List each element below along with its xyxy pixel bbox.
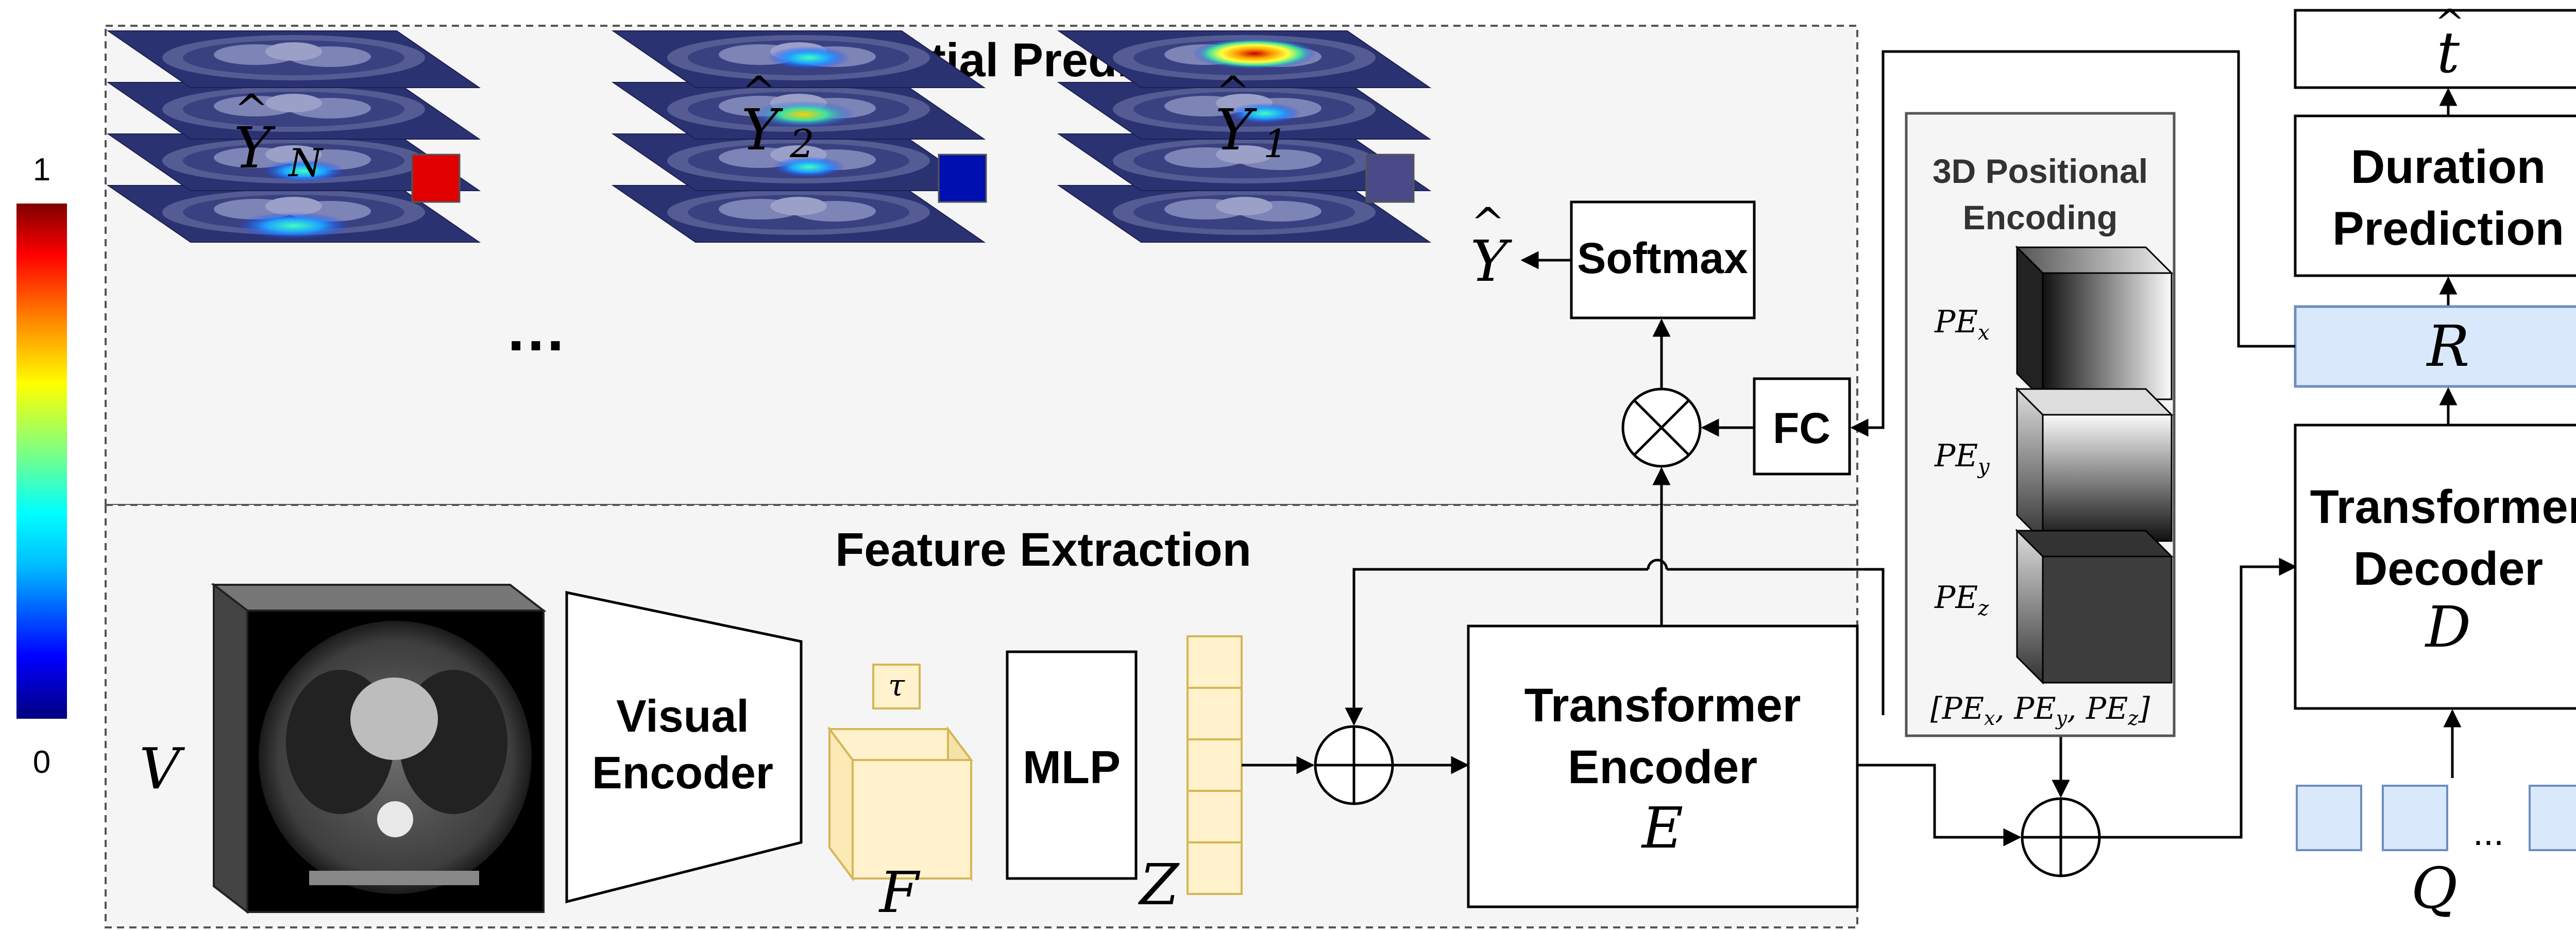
tau-label: τ <box>888 668 905 703</box>
colorbar: 1 0 <box>16 152 67 780</box>
stack-label-2: Y ^ 2 <box>741 67 815 166</box>
mlp-box <box>1006 650 1138 880</box>
encoder-symbol-e: E <box>1641 795 1683 861</box>
svg-text:^: ^ <box>1215 67 1250 115</box>
ct-volume <box>211 582 547 915</box>
stacks-ellipsis: … <box>505 295 567 364</box>
transformer-encoder-line1: Transformer <box>1524 679 1801 732</box>
feature-label-f: F <box>878 859 921 925</box>
mlp-label: MLP <box>1023 742 1121 793</box>
fc-box <box>1753 377 1851 476</box>
t-hat-box <box>2294 9 2576 89</box>
svg-text:^: ^ <box>741 67 776 115</box>
y-hat-output: Y ^ <box>1470 199 1513 294</box>
fc-label: FC <box>1773 404 1831 452</box>
stack-color-1 <box>1365 154 1415 203</box>
t-hat-label: t ^ <box>2435 2 2465 86</box>
svg-text:Y: Y <box>1470 228 1513 294</box>
token-column-z <box>1187 635 1243 895</box>
query-tokens <box>2296 785 2576 851</box>
slice-stack-1 <box>1058 30 1430 243</box>
transformer-decoder-box <box>2294 424 2576 710</box>
svg-text:Y: Y <box>741 97 784 163</box>
pe-y-label: PEy <box>1934 438 1990 479</box>
positional-title-line2: Encoding <box>1963 198 2118 236</box>
colorbar-gradient <box>16 204 67 719</box>
pe-z-label: PEz <box>1934 580 1989 620</box>
svg-text:1: 1 <box>1263 121 1288 166</box>
slice-stack-n <box>108 30 480 243</box>
svg-text:Y: Y <box>234 115 276 181</box>
pe-z-cube <box>2015 529 2174 685</box>
slice-stack-2 <box>613 30 985 243</box>
query-label-q: Q <box>2411 855 2458 921</box>
r-box <box>2294 305 2576 388</box>
pe-to-plus-line <box>1667 568 1885 715</box>
feature-cube-f <box>827 726 973 882</box>
svg-text:^: ^ <box>2435 2 2465 44</box>
svg-text:^: ^ <box>234 86 268 133</box>
encoder-to-plus2-arrow <box>1857 764 2022 847</box>
r-to-fc-arrow <box>1850 50 2295 437</box>
transformer-decoder-line2: Decoder <box>2353 543 2543 595</box>
svg-text:t: t <box>2437 20 2460 86</box>
stack-label-1: Y ^ 1 <box>1215 67 1288 166</box>
duration-line1: Duration <box>2351 141 2546 193</box>
decoder-symbol-d: D <box>2425 594 2471 660</box>
colorbar-min-label: 0 <box>33 745 50 780</box>
positional-title-line1: 3D Positional <box>1933 152 2148 190</box>
pe-concat-label: [PEx, PEy, PEz] <box>1930 691 2150 730</box>
plus2-to-decoder-arrow <box>2099 557 2297 839</box>
transformer-encoder-line2: Encoder <box>1568 741 1757 793</box>
feature-extraction-title: Feature Extraction <box>835 523 1251 576</box>
token-label-z: Z <box>1138 852 1180 918</box>
softmax-label: Softmax <box>1577 234 1748 282</box>
pe-x-cube <box>2015 245 2174 401</box>
duration-line2: Prediction <box>2332 202 2564 255</box>
colorbar-max-label: 1 <box>33 152 50 188</box>
query-ellipsis: ... <box>2473 812 2504 853</box>
svg-text:2: 2 <box>789 121 815 166</box>
volume-label-v: V <box>139 736 185 802</box>
stack-label-n-sub: N <box>287 140 324 185</box>
stack-label-n: Y ^ N <box>234 86 324 185</box>
stack-color-n <box>411 154 461 203</box>
softmax-box <box>1570 200 1756 319</box>
visual-encoder-block <box>565 590 803 904</box>
transformer-decoder-line1: Transformer <box>2310 481 2576 533</box>
stack-color-2 <box>938 154 987 203</box>
duration-prediction-box <box>2294 114 2576 277</box>
visual-encoder-line2: Encoder <box>592 747 773 798</box>
pe-y-cube <box>2015 387 2174 543</box>
tau-box <box>872 664 921 709</box>
svg-text:^: ^ <box>1470 199 1505 247</box>
visual-encoder-line1: Visual <box>616 690 749 741</box>
r-label: R <box>2426 313 2470 379</box>
pe-to-plus-arrow <box>1345 568 1648 726</box>
svg-text:Y: Y <box>1215 97 1258 163</box>
